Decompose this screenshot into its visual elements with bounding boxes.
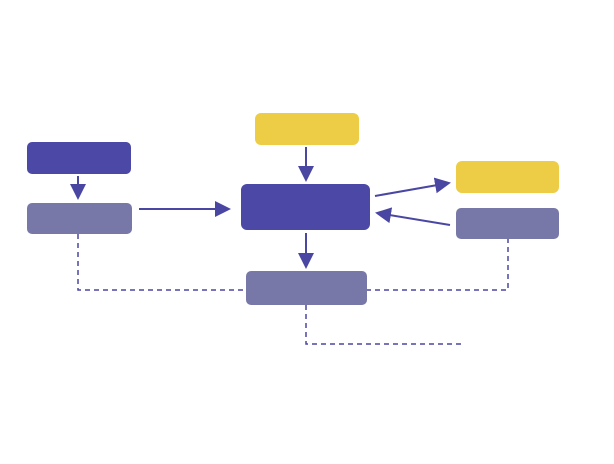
- node-left: [27, 203, 132, 234]
- node-right-top: [456, 161, 559, 193]
- node-center: [241, 184, 370, 230]
- node-right-bottom: [456, 208, 559, 239]
- arrow-center-to-righttop: [374, 177, 451, 197]
- solid-arrows: [70, 147, 451, 269]
- node-bottom-center: [246, 271, 367, 305]
- dashed-left-to-bottom: [77, 234, 246, 291]
- arrow-rightbottom-to-center: [375, 207, 451, 226]
- node-top-center: [255, 113, 359, 145]
- dashed-bottom-out: [305, 305, 463, 345]
- dashed-right-to-bottom: [367, 238, 509, 291]
- dashed-connectors: [77, 234, 509, 345]
- node-top-left: [27, 142, 131, 174]
